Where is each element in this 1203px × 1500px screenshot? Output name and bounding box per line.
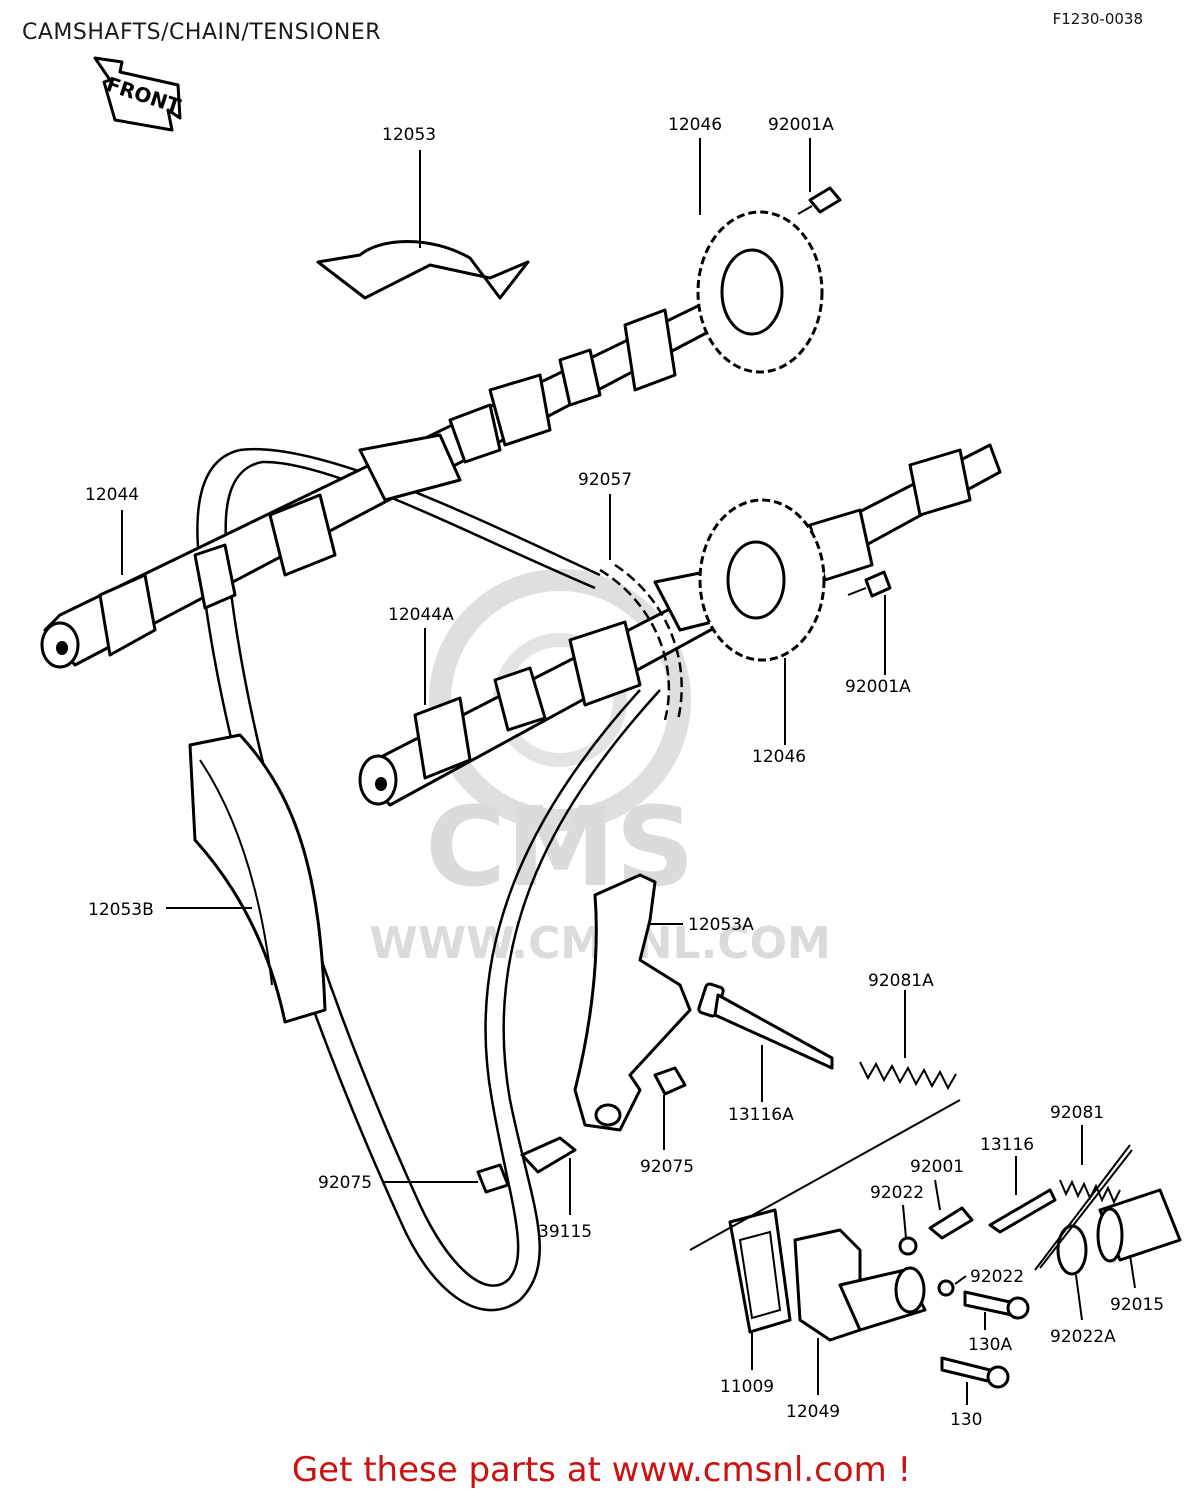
callout-92081[interactable]: 92081 — [1050, 1103, 1104, 1123]
callout-leaders — [121, 138, 1136, 1405]
callout-92022-upper[interactable]: 92022 — [870, 1183, 924, 1203]
rubber-damper-92075-left — [476, 1163, 510, 1194]
callout-92022-middle[interactable]: 92022 — [970, 1267, 1024, 1287]
bolt-92001 — [928, 1206, 974, 1240]
page-title: CAMSHAFTS/CHAIN/TENSIONER — [22, 20, 382, 45]
callout-130[interactable]: 130 — [950, 1410, 982, 1430]
callout-130a[interactable]: 130A — [968, 1335, 1012, 1355]
callout-92075-left[interactable]: 92075 — [318, 1173, 372, 1193]
front-arrow-icon: FRONT — [93, 56, 184, 132]
push-rod-13116 — [988, 1188, 1057, 1234]
bolt-130 — [940, 1356, 1010, 1389]
cam-sprocket-upper — [696, 210, 824, 374]
camshaft-cap-12053 — [316, 240, 530, 300]
part-callouts: 12053 12046 92001A 12044 92057 12044A 92… — [85, 115, 1164, 1430]
callout-12053[interactable]: 12053 — [382, 125, 436, 145]
washer-92022-mid — [937, 1279, 955, 1297]
callout-92001[interactable]: 92001 — [910, 1157, 964, 1177]
gasket-11009 — [728, 1208, 792, 1334]
callout-12053a[interactable]: 12053A — [688, 915, 754, 935]
tensioner-body-12049 — [793, 1228, 927, 1342]
push-rod-13116a — [697, 982, 834, 1070]
callout-12053b[interactable]: 12053B — [88, 900, 154, 920]
callout-92081a[interactable]: 92081A — [868, 971, 934, 991]
sprocket-bolt-upper — [797, 186, 842, 215]
callout-12046-lower[interactable]: 12046 — [752, 747, 806, 767]
callout-92015[interactable]: 92015 — [1110, 1295, 1164, 1315]
callout-92022a[interactable]: 92022A — [1050, 1327, 1116, 1347]
callout-92057[interactable]: 92057 — [578, 470, 632, 490]
callout-13116a[interactable]: 13116A — [728, 1105, 794, 1125]
callout-12046-upper[interactable]: 12046 — [668, 115, 722, 135]
callout-12049[interactable]: 12049 — [786, 1402, 840, 1422]
sprocket-bolt-lower — [847, 570, 892, 598]
washer-92022-top — [898, 1236, 918, 1256]
chain-links-92057 — [599, 563, 683, 721]
camshaft-12044 — [40, 303, 714, 669]
callout-12044[interactable]: 12044 — [85, 485, 139, 505]
tensioner-guide-12053a — [573, 873, 692, 1132]
callout-92001a-upper[interactable]: 92001A — [768, 115, 834, 135]
callout-12044a[interactable]: 12044A — [388, 605, 454, 625]
callout-11009[interactable]: 11009 — [720, 1377, 774, 1397]
callout-39115[interactable]: 39115 — [538, 1222, 592, 1242]
spring-92081a — [859, 1061, 957, 1091]
cap-92015 — [1096, 1188, 1182, 1263]
shop-link[interactable]: Get these parts at www.cmsnl.com ! — [291, 1450, 912, 1490]
exploded-view-drawing: CMS WWW.CMSNL.COM FRONT — [40, 56, 1182, 1430]
diagram-code: F1230-0038 — [1052, 10, 1143, 28]
bolt-130a — [963, 1290, 1030, 1320]
callout-92001a-lower[interactable]: 92001A — [845, 677, 911, 697]
callout-92075-mid[interactable]: 92075 — [640, 1157, 694, 1177]
assembly-reference-lines — [689, 1099, 1133, 1271]
cam-sprocket-lower — [698, 498, 826, 662]
rubber-damper-92075-mid — [653, 1066, 687, 1096]
callout-13116[interactable]: 13116 — [980, 1135, 1034, 1155]
guide-pin-39115 — [520, 1136, 577, 1174]
chain-guide-12053b — [188, 733, 327, 1024]
